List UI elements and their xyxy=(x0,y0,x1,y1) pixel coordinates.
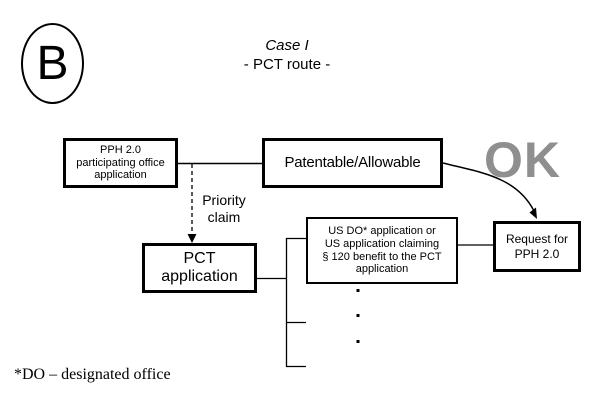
request-for-pph-box: Request for PPH 2.0 xyxy=(493,221,581,272)
ellipsis-dot xyxy=(356,340,360,343)
box-text-line: application xyxy=(161,268,238,285)
slide-badge: B xyxy=(21,23,84,104)
box-text-line: PPH 2.0 xyxy=(514,246,560,261)
box-text-line: application xyxy=(94,169,147,182)
usdo-application-box: US DO* application or US application cla… xyxy=(306,217,458,284)
slide-title-line2: - PCT route - xyxy=(243,56,331,73)
ok-label: OK xyxy=(484,132,561,188)
pct-application-box: PCT application xyxy=(142,243,257,293)
box-text-line: US DO* application or xyxy=(328,224,436,237)
box-text-line: US application claiming xyxy=(324,237,440,250)
pph-participating-office-box: PPH 2.0 participating office application xyxy=(63,138,178,188)
ellipsis-dot xyxy=(356,289,360,292)
ok-curve-arrow xyxy=(442,162,535,212)
slide-title: Case I - PCT route - xyxy=(187,36,387,74)
priority-claim-line2: claim xyxy=(207,209,241,225)
box-text-line: Request for xyxy=(505,231,569,246)
box-text-line: participating office xyxy=(76,156,165,169)
box-text-line: Patentable/Allowable xyxy=(284,154,421,172)
box-text-line: PCT xyxy=(183,250,216,267)
patentable-allowable-box: Patentable/Allowable xyxy=(262,138,443,188)
priority-claim-label: Priority claim xyxy=(196,192,252,226)
ellipsis-dot xyxy=(356,314,360,317)
priority-claim-arrowhead-icon xyxy=(187,234,197,243)
ok-curve-arrowhead-icon xyxy=(529,207,537,219)
box-text-line: § 120 benefit to the PCT xyxy=(322,250,442,263)
footnote-designated-office: *DO – designated office xyxy=(14,366,171,383)
box-text-line: application xyxy=(355,263,409,276)
box-text-line: PPH 2.0 xyxy=(100,144,141,157)
priority-claim-line1: Priority xyxy=(202,192,246,208)
slide-title-line1: Case I xyxy=(265,37,309,54)
slide-badge-label: B xyxy=(36,37,69,90)
